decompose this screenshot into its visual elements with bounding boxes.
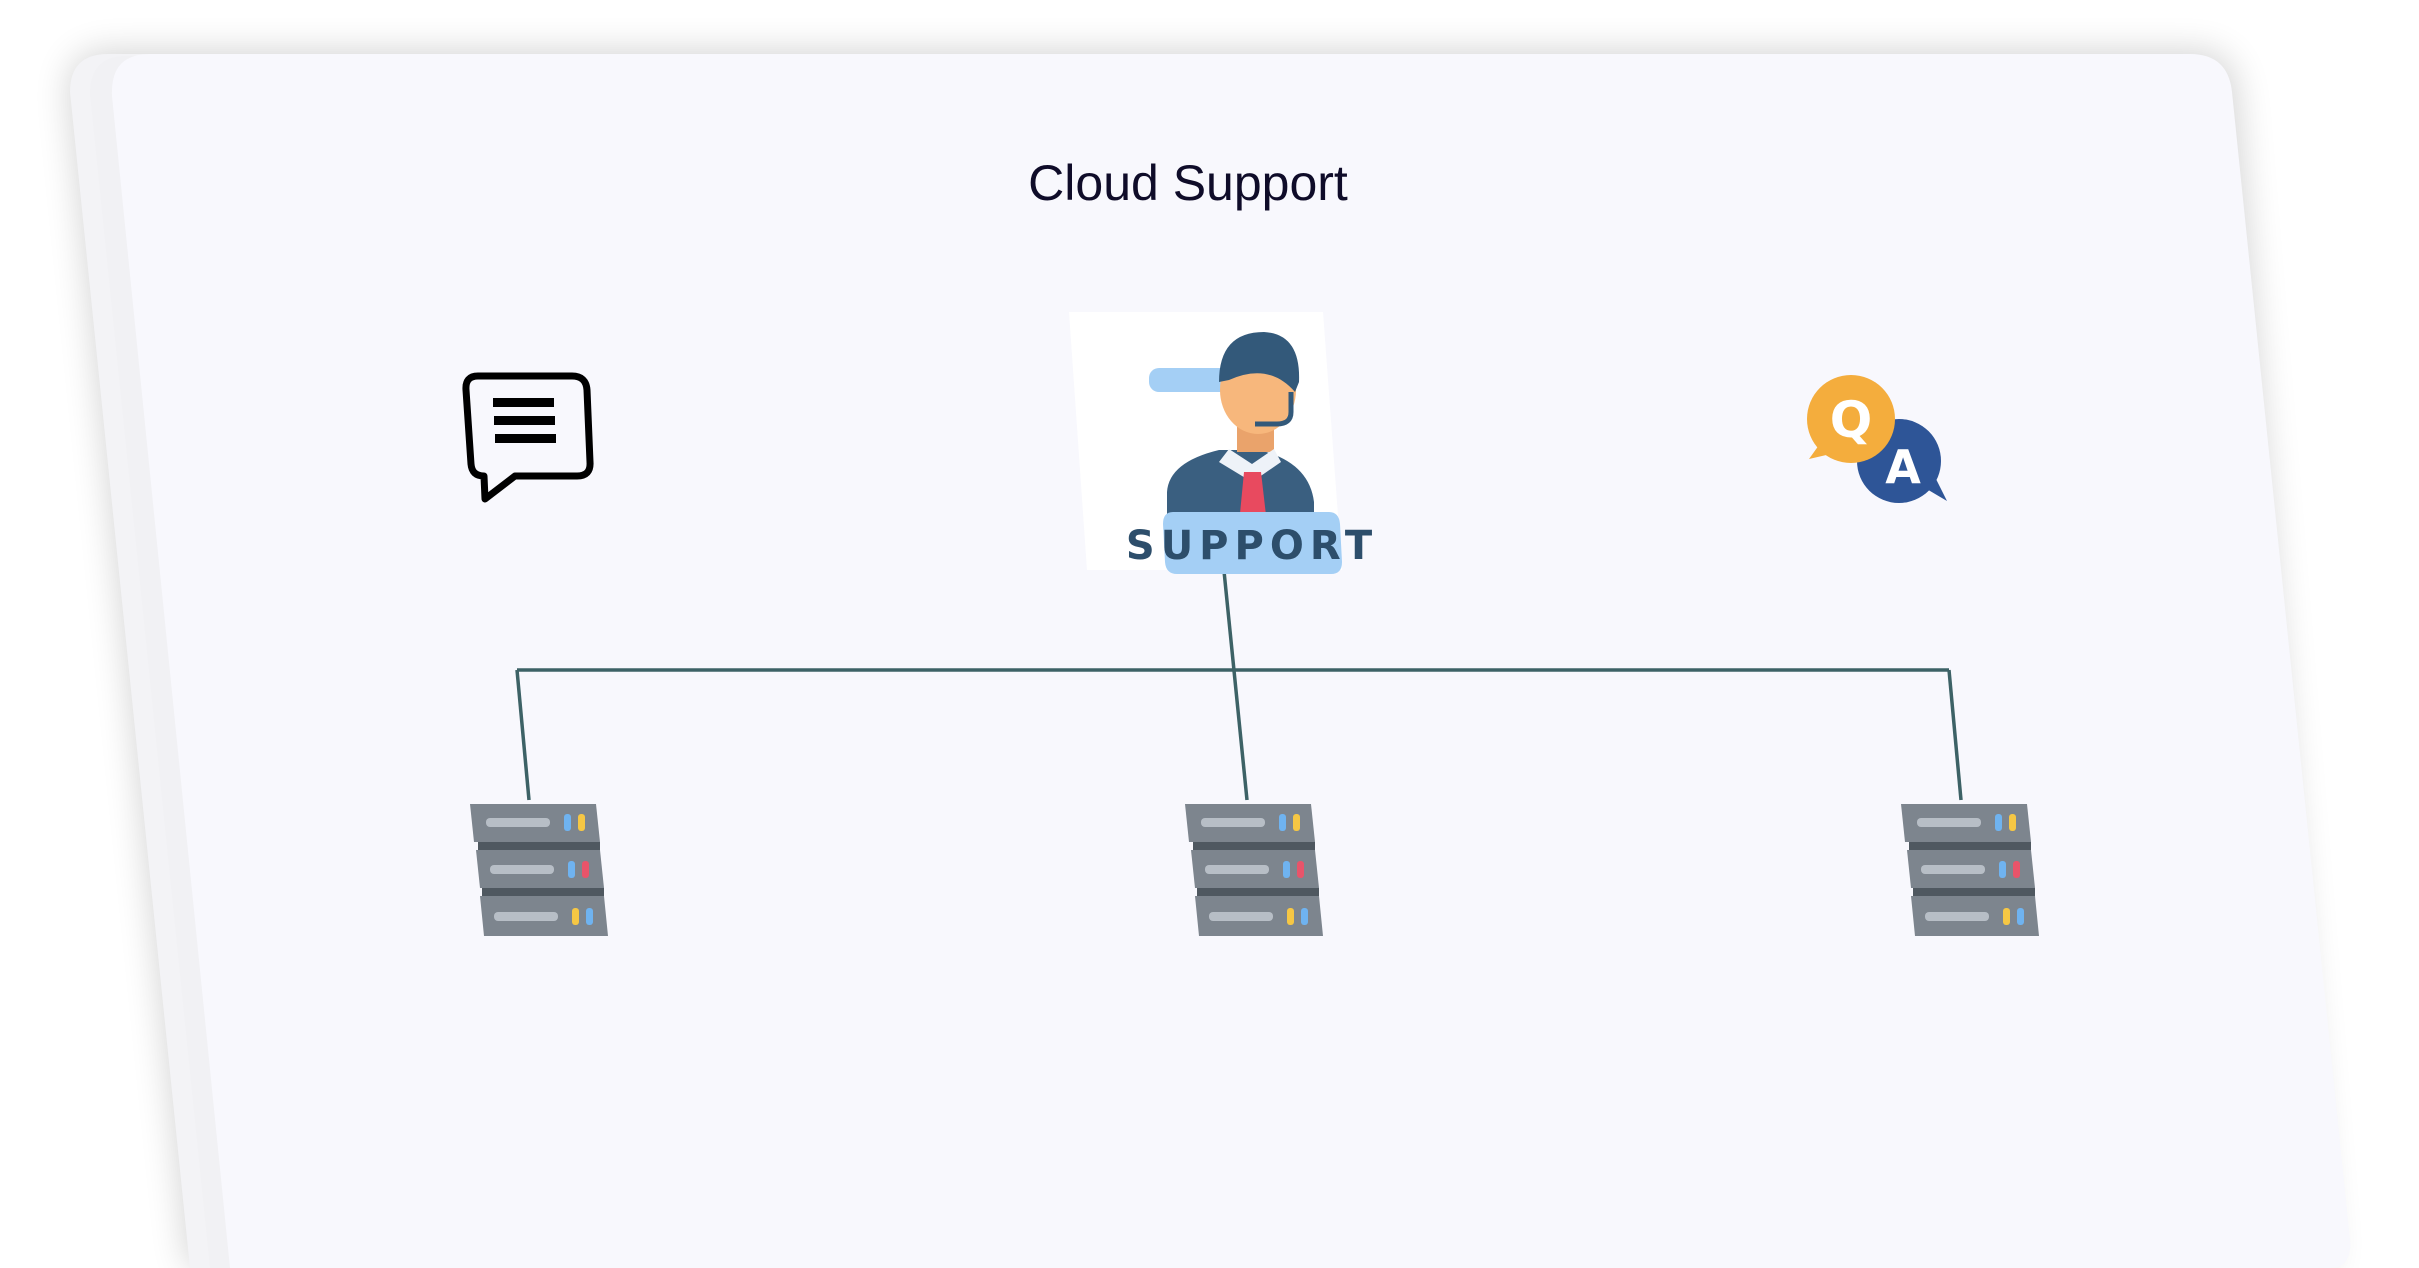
- a-label: A: [1885, 440, 1921, 494]
- connector-center: [1222, 570, 1249, 801]
- server-right-icon: [1901, 804, 2039, 936]
- server-left-icon: [470, 804, 608, 936]
- server-center-icon: [1185, 804, 1323, 936]
- connector-lines: [515, 570, 1963, 801]
- chat-message-icon: [462, 372, 594, 503]
- qa-bubbles-icon: Q A: [1807, 375, 1947, 503]
- diagram-title: Cloud Support: [1028, 155, 1348, 211]
- connector-left: [515, 669, 531, 801]
- main-card: [111, 54, 2351, 1268]
- support-agent-icon: SUPPORT: [1069, 312, 1378, 574]
- support-badge-label: SUPPORT: [1126, 523, 1378, 569]
- q-label: Q: [1830, 391, 1873, 449]
- connector-right: [1947, 669, 1963, 801]
